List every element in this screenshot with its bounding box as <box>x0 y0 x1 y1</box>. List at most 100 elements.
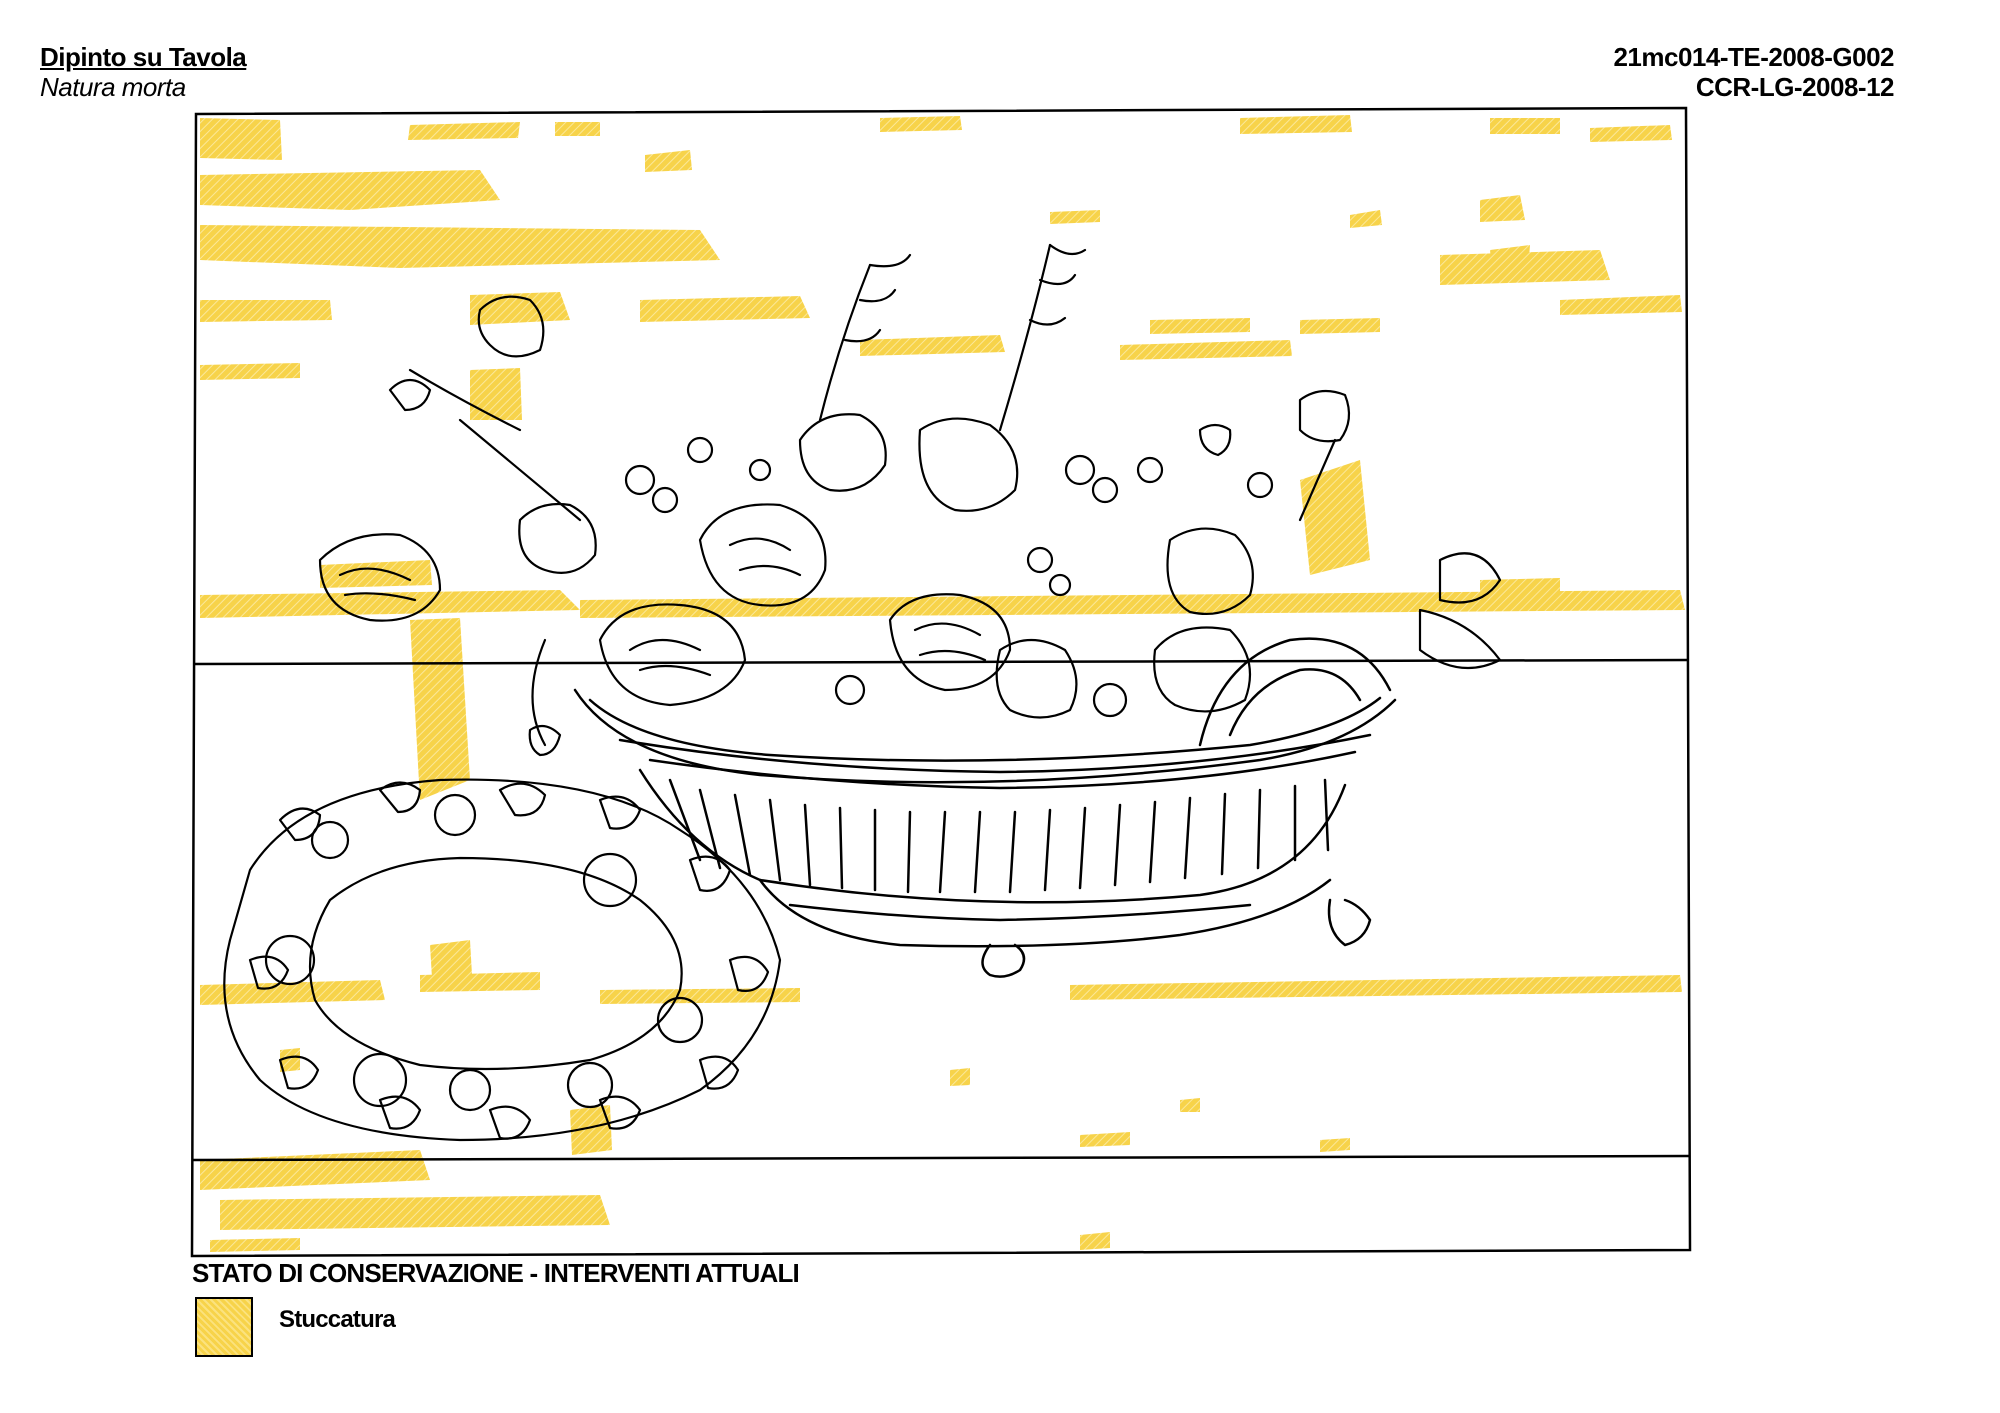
stucco-patch <box>410 618 470 800</box>
basket-handle-inner <box>1228 668 1362 737</box>
stuccatura-areas <box>200 115 1685 1252</box>
flower-right <box>1298 389 1351 443</box>
stucco-patch <box>950 1068 970 1086</box>
stucco-patch <box>1240 115 1352 134</box>
stucco-patch <box>645 150 692 172</box>
panel-border <box>190 106 1692 1258</box>
wreath-outer <box>223 778 782 1142</box>
stucco-patch <box>210 1238 300 1252</box>
legend-swatch-stuccatura <box>195 1297 253 1357</box>
stucco-patch <box>200 590 580 618</box>
small-flowers <box>624 436 1274 718</box>
document-title: Dipinto su Tavola <box>40 42 247 72</box>
legend-label-stuccatura: Stuccatura <box>279 1306 396 1333</box>
poppy-left-detail <box>338 567 417 602</box>
wreath-flowers <box>248 781 770 1140</box>
reference-code: CCR-LG-2008-12 <box>1695 72 1895 102</box>
document-code: 21mc014-TE-2008-G002 <box>1613 42 1894 72</box>
basket-base <box>758 878 1332 948</box>
hanging-stem <box>531 638 547 747</box>
stucco-patch <box>1320 1138 1350 1152</box>
stucco-patch <box>200 1150 430 1190</box>
stucco-patch <box>1300 460 1370 575</box>
poppy-left <box>318 533 442 622</box>
leaves-center <box>1028 243 1087 326</box>
stucco-patch <box>1350 210 1382 228</box>
stucco-patch <box>1080 1132 1130 1147</box>
flower-wreath <box>223 778 782 1142</box>
stem-left-diag <box>458 418 582 522</box>
legend: Stuccatura <box>195 1297 396 1357</box>
rose-lower <box>995 639 1078 719</box>
stucco-patch <box>1120 340 1292 360</box>
basket-rim-inner <box>588 696 1382 762</box>
rose-right <box>1166 527 1254 616</box>
stucco-patch <box>1490 118 1560 134</box>
rose-left <box>518 502 597 574</box>
stucco-patch <box>1300 318 1380 334</box>
stucco-patch <box>430 940 472 978</box>
section-title: STATO DI CONSERVAZIONE - INTERVENTI ATTU… <box>192 1258 800 1288</box>
rose-large-detail <box>728 537 802 577</box>
stem-left-upper <box>408 368 522 432</box>
document-subtitle: Natura morta <box>40 72 186 102</box>
rose-top-right <box>918 417 1019 512</box>
stucco-patch <box>420 972 540 992</box>
stucco-patch <box>580 590 1685 618</box>
stucco-patch <box>860 335 1005 356</box>
rose-center <box>888 593 1012 692</box>
stucco-patch <box>880 116 962 132</box>
leaf-right <box>1438 552 1502 604</box>
basket-foot-left <box>981 943 1026 978</box>
stucco-patch <box>1480 195 1525 222</box>
basket-body <box>638 768 1347 904</box>
stucco-patch <box>570 1105 612 1155</box>
basket-handle <box>1198 637 1392 747</box>
basket <box>573 637 1397 978</box>
stucco-patch <box>1440 250 1610 285</box>
stucco-patch <box>1180 1098 1200 1112</box>
stucco-patch <box>200 980 385 1005</box>
plank-seam-lower <box>191 1154 1690 1162</box>
leaf-right-2 <box>1418 608 1502 670</box>
stucco-patch <box>408 122 520 140</box>
basket-weave <box>618 733 1372 922</box>
rose-center-detail <box>913 622 987 662</box>
stem-tall-left <box>818 263 872 422</box>
flower-left-bud <box>388 378 432 412</box>
stucco-patch <box>600 988 800 1004</box>
flower-arrangement <box>318 243 1502 757</box>
rose-top <box>798 413 887 492</box>
leaves-left <box>843 253 912 343</box>
stucco-patch <box>555 122 600 136</box>
stucco-patch <box>220 1195 610 1230</box>
hanging-bud <box>528 724 562 757</box>
stucco-patch <box>200 225 720 268</box>
stucco-patch <box>640 296 810 322</box>
stucco-patch <box>200 170 500 210</box>
stucco-patch <box>200 363 300 380</box>
header-right: 21mc014-TE-2008-G002 CCR-LG-2008-12 <box>1613 42 1894 102</box>
header-left: Dipinto su Tavola Natura morta <box>40 42 247 102</box>
stucco-patch <box>1080 1232 1110 1250</box>
cabbage-rose-detail <box>628 639 712 677</box>
stucco-patch <box>280 1048 300 1072</box>
rose-far-right <box>1153 626 1252 713</box>
stucco-patch <box>320 560 432 588</box>
cabbage-rose <box>598 603 747 707</box>
stucco-patch <box>1590 125 1672 142</box>
stucco-patch <box>200 300 332 322</box>
basket-slats <box>668 778 1330 894</box>
tulip-top-left <box>477 295 545 358</box>
flower-stem-right <box>1298 438 1337 522</box>
stem-tall-center <box>998 243 1052 432</box>
stucco-patch <box>470 368 522 420</box>
small-flower-right <box>1198 423 1232 457</box>
basket-foot-right <box>1327 898 1372 947</box>
wreath-inner <box>308 856 683 1071</box>
stucco-patch <box>1480 578 1560 602</box>
rose-large <box>698 503 827 607</box>
stucco-patch <box>200 118 282 160</box>
stucco-patch <box>1050 210 1100 224</box>
